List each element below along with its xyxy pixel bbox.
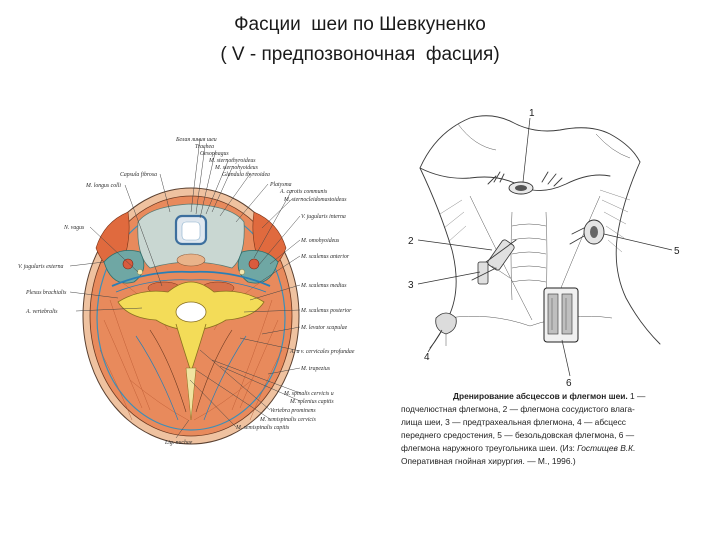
callout-6: 6 [566,378,572,389]
caption-line-5-text: флегмона наружного треугольника шеи. (Из… [401,443,575,453]
callout-2: 2 [408,236,414,247]
callout-4: 4 [424,352,430,363]
label-splenius-capitis: M. splenius capitis [289,399,334,405]
slide-title-line-1: Фасции шеи по Шевкуненко [234,14,486,35]
label-plexus-brachialis: Plexus brachialis [25,290,67,296]
caption-line-1-bold: Дренирование абсцессов и флегмон шеи. [453,391,628,401]
label-semispinalis-capitis: M. semispinalis capitis [235,425,290,431]
label-vertebralis: A. vertebralis [25,309,58,315]
label-sternothyroideus: M. sternothyroideus [208,158,256,164]
callout-3: 3 [408,280,414,291]
label-spinalis-cervicis: M. spinalis cervicis и [283,391,334,397]
callout-1: 1 [529,108,535,119]
slide-title-line-2: ( V - предпозвоночная фасция) [220,44,500,65]
caption-line-4: переднего средостения, 5 — безольдовская… [401,430,635,440]
label-longus-colli: M. longus colli [85,183,121,189]
neck-cross-section [82,187,300,445]
label-levator-scapulae: M. levator scapulae [300,325,348,331]
cross-section-labels: Белая линия шеи Trachea Oesophagus M. st… [18,137,355,446]
label-sternocleidomastoideus: M. sternocleidomastoideus [283,197,347,203]
label-sternohyoideus: M. sternohyoideus [214,165,259,171]
label-semispinalis-cervicis: M. semispinalis cervicis [259,417,317,423]
label-platysma: Platysma [269,182,292,188]
caption-line-6: Оперативная гнойная хирургия. — М., 1996… [401,456,576,466]
label-scalenus-anterior: M. scalenus anterior [300,254,350,260]
label-vagus: N. vagus [63,225,85,231]
label-cervicales-profundae: A. и v. cervicales profundae [289,348,355,355]
drain-4 [435,312,457,346]
label-linea-alba: Белая линия шеи [175,137,217,143]
label-vertebra-prominens: Vertebra prominens [270,408,316,414]
label-scalenus-posterior: M. scalenus posterior [300,308,352,314]
caption-line-5: флегмона наружного треугольника шеи. (Из… [401,443,635,453]
label-scalenus-medius: M. scalenus medius [300,283,347,289]
label-lig-nuchae: Lig. nuchae [164,440,193,446]
label-trapezius: M. trapezius [300,366,331,372]
label-jugularis-interna: V. jugularis interna [301,214,346,220]
label-jugularis-externa: V. jugularis externa [18,264,64,270]
caption-line-1-rest: 1 — [628,391,646,401]
label-oesophagus: Oesophagus [200,151,229,157]
drain-6 [543,287,579,343]
caption-line-1: Дренирование абсцессов и флегмон шеи. 1 … [453,391,646,401]
drain-5 [569,219,605,245]
label-capsula-fibrosa: Capsula fibrosa [120,171,157,178]
caption-line-5-author: Гостищев В.К. [575,443,636,453]
label-omohyoideus: M. omohyoideus [300,238,340,244]
caption-line-3: лища шеи, 3 — предтрахеальная флегмона, … [401,417,626,427]
callout-5: 5 [674,246,680,257]
caption-line-2: подчелюстная флегмона, 2 — флегмона сосу… [401,404,635,414]
label-trachea: Trachea [195,144,214,150]
surgery-caption: Дренирование абсцессов и флегмон шеи. 1 … [401,391,646,466]
drain-2 [485,239,517,279]
cross-section-leaders [69,138,301,439]
drain-3 [471,261,497,285]
label-carotis-communis: A. carotis communis [279,189,328,195]
surgery-figure: 1 2 3 4 5 6 [408,108,680,389]
label-glandula-thyreoidea: Glandula thyreoidea [222,172,270,178]
